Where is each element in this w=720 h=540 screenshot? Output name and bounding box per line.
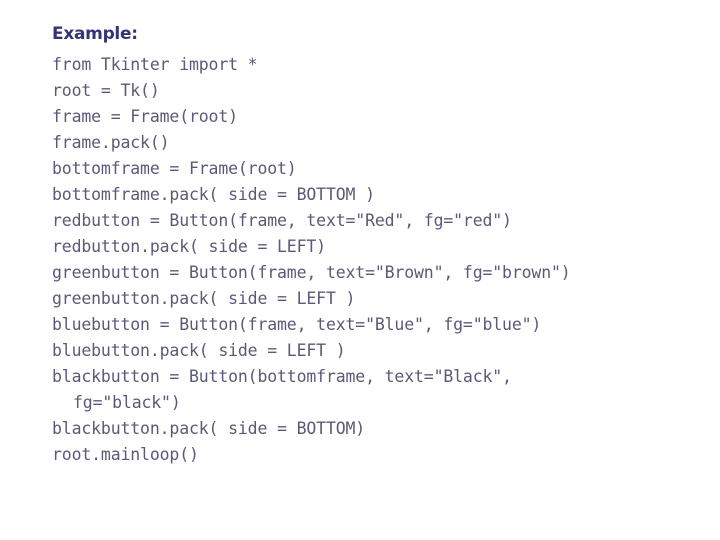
page-title: Example: <box>52 24 138 44</box>
code-line: root.mainloop() <box>52 445 199 464</box>
code-line: frame.pack() <box>52 133 170 152</box>
code-line: greenbutton = Button(frame, text="Brown"… <box>52 263 571 282</box>
code-line: blackbutton = Button(bottomframe, text="… <box>52 367 512 386</box>
code-line: bottomframe.pack( side = BOTTOM ) <box>52 185 375 204</box>
code-line: greenbutton.pack( side = LEFT ) <box>52 289 356 308</box>
code-line: blackbutton.pack( side = BOTTOM) <box>52 419 366 438</box>
code-line: redbutton = Button(frame, text="Red", fg… <box>52 211 512 230</box>
code-line: frame = Frame(root) <box>52 107 238 126</box>
code-line: bluebutton.pack( side = LEFT ) <box>52 341 346 360</box>
code-line: redbutton.pack( side = LEFT) <box>52 237 326 256</box>
code-line: root = Tk() <box>52 81 160 100</box>
code-block: from Tkinter import * root = Tk() frame = … <box>52 52 692 468</box>
code-line: fg="black") <box>73 393 181 412</box>
code-line: bottomframe = Frame(root) <box>52 159 297 178</box>
code-line: bluebutton = Button(frame, text="Blue", … <box>52 315 542 334</box>
code-line: from Tkinter import * <box>52 55 258 74</box>
